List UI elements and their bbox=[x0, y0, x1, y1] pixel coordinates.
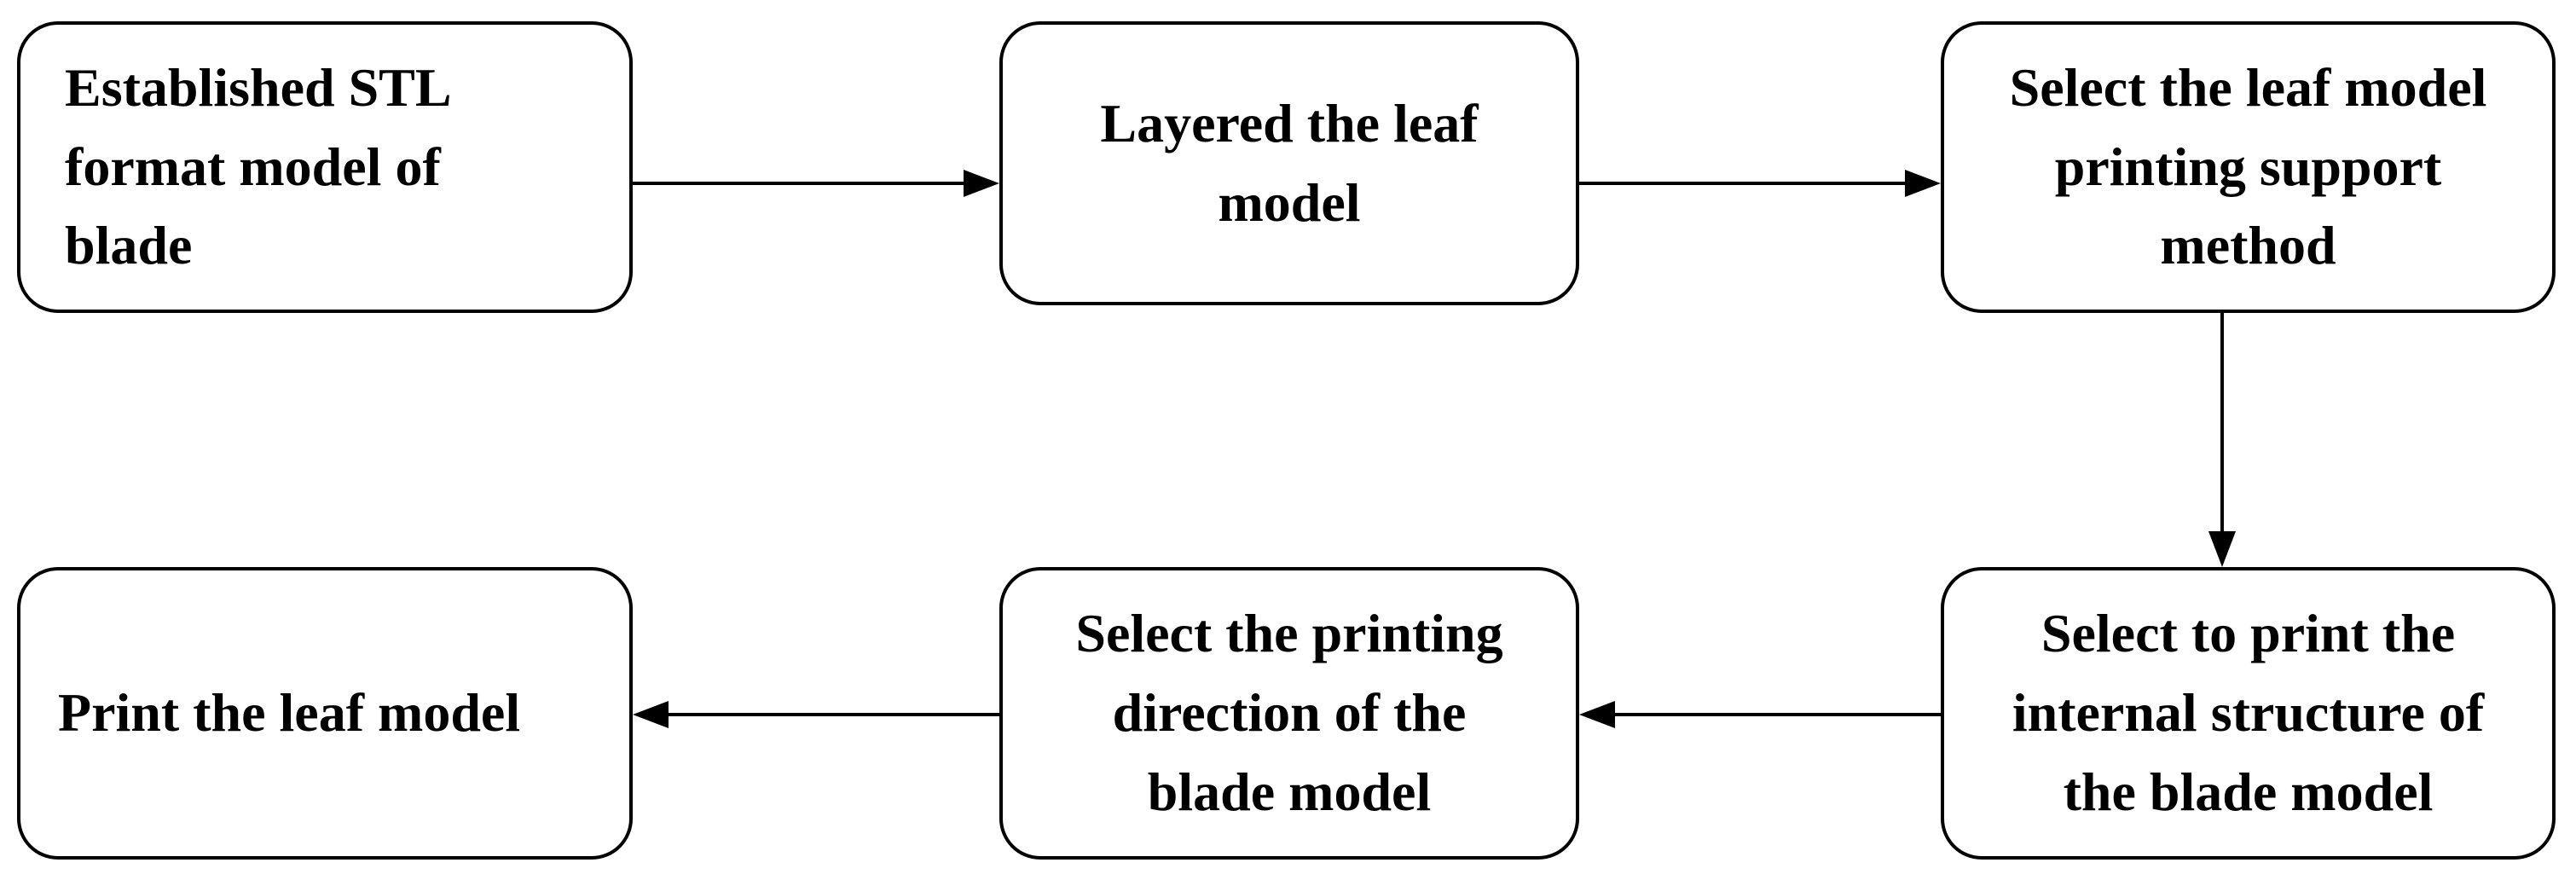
arrow-internal-to-direction-line bbox=[1613, 713, 1941, 716]
arrow-stl-to-layered-line bbox=[633, 182, 965, 185]
arrow-internal-to-direction-head-icon bbox=[1579, 701, 1615, 728]
arrow-stl-to-layered-head-icon bbox=[964, 170, 999, 197]
node-select-print-direction: Select the printing direction of the bla… bbox=[999, 567, 1579, 860]
arrow-direction-to-print-head-icon bbox=[633, 701, 669, 728]
arrow-direction-to-print-line bbox=[667, 713, 999, 716]
node-print-leaf-model: Print the leaf model bbox=[17, 567, 633, 860]
node-select-internal-structure: Select to print the internal structure o… bbox=[1941, 567, 2556, 860]
arrow-support-to-internal-line bbox=[2220, 313, 2224, 533]
arrow-layered-to-support-head-icon bbox=[1905, 170, 1941, 197]
node-established-stl-model: Established STL format model of blade bbox=[17, 21, 633, 313]
arrow-support-to-internal-head-icon bbox=[2208, 531, 2236, 567]
arrow-layered-to-support-line bbox=[1579, 182, 1907, 185]
node-select-support-method: Select the leaf model printing support m… bbox=[1941, 21, 2556, 313]
node-layered-leaf-model: Layered the leaf model bbox=[999, 21, 1579, 305]
